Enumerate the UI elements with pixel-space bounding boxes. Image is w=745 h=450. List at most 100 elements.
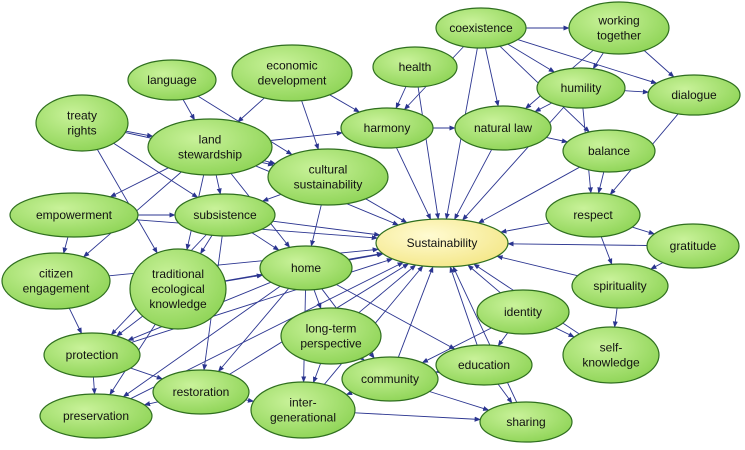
edge-cultural_sustainability-sustainability <box>365 198 408 224</box>
node-dialogue: dialogue <box>647 74 741 116</box>
node-ellipse <box>174 193 276 237</box>
node-label: knowledge <box>149 297 207 311</box>
node-label: home <box>291 261 321 275</box>
node-ellipse <box>375 218 509 268</box>
node-harmony: harmony <box>340 107 434 149</box>
node-sustainability: Sustainability <box>375 218 509 268</box>
edge-spirituality-self_knowledge <box>612 307 618 328</box>
node-label: education <box>458 358 510 372</box>
node-home: home <box>259 245 353 291</box>
node-label: humility <box>561 81 602 95</box>
edge-economic_development-harmony <box>329 94 360 113</box>
edge-treaty_rights-land_stewardship <box>125 130 154 138</box>
node-ellipse <box>35 94 129 152</box>
node-label: gratitude <box>670 239 717 253</box>
edge-natural_law-balance <box>546 136 569 144</box>
node-inter-generational: inter-generational <box>250 381 356 439</box>
node-label: preservation <box>63 409 129 423</box>
edge-land_stewardship-subsistence <box>215 174 222 195</box>
edge-economic_development-land_stewardship <box>237 97 265 123</box>
node-ellipse <box>435 344 533 386</box>
edge-balance-respect <box>597 171 605 194</box>
edge-identity-sustainability <box>467 264 501 294</box>
node-label: sharing <box>506 415 545 429</box>
node-ellipse <box>259 245 353 291</box>
node-ellipse <box>152 369 250 415</box>
edge-health-sustainability <box>417 86 440 220</box>
edge-land_stewardship-cultural_sustainability <box>263 159 276 165</box>
edge-inter_generational-sharing <box>354 412 481 422</box>
edge-home-preservation <box>122 285 281 398</box>
node-label: economic <box>266 59 317 73</box>
node-community: community <box>341 356 439 402</box>
node-label: cultural <box>309 163 348 177</box>
edge-subsistence-traditional_ecological_knowledge <box>200 235 213 255</box>
node-label: generational <box>270 411 336 425</box>
edge-home-education <box>336 284 456 350</box>
node-ellipse <box>647 74 741 116</box>
node-ellipse <box>571 263 669 309</box>
edge-cultural_sustainability-subsistence <box>262 193 282 202</box>
node-label: dialogue <box>671 88 717 102</box>
node-humility: humility <box>536 67 626 109</box>
node-gratitude: gratitude <box>646 223 740 269</box>
edge-land_stewardship-empowerment <box>109 167 169 198</box>
edge-harmony-sustainability <box>395 147 432 220</box>
edge-long_term_perspective-inter_generational <box>312 363 322 384</box>
edge-balance-sustainability <box>477 166 580 224</box>
node-ellipse <box>545 192 641 238</box>
node-label: treaty <box>67 109 97 123</box>
edge-protection-restoration <box>130 367 163 380</box>
edge-coexistence-natural_law <box>484 47 500 107</box>
edge-identity-community <box>421 327 492 364</box>
edge-gratitude-spirituality <box>650 262 664 270</box>
concept-nodes: coexistenceworkingtogetherlanguageeconom… <box>1 1 741 443</box>
node-protection: protection <box>43 332 141 378</box>
node-ellipse <box>280 307 382 365</box>
edge-empowerment-citizen_engagement <box>62 236 69 254</box>
node-label: sustainability <box>294 178 363 192</box>
node-ellipse <box>1 252 111 310</box>
node-label: together <box>597 29 641 43</box>
node-ellipse <box>9 192 139 238</box>
node-label: development <box>258 74 327 88</box>
edge-identity-self_knowledge <box>555 327 575 338</box>
edge-community-inter_generational <box>345 390 353 396</box>
node-self-knowledge: self-knowledge <box>562 326 660 384</box>
node-natural-law: natural law <box>454 105 552 151</box>
edge-coexistence-humility <box>507 43 555 73</box>
edge-education-sustainability <box>449 266 478 346</box>
node-education: education <box>435 344 533 386</box>
edge-humility-dialogue <box>624 89 650 95</box>
edge-respect-spirituality <box>600 236 613 265</box>
edge-home-restoration <box>217 288 290 372</box>
node-respect: respect <box>545 192 641 238</box>
edge-respect-gratitude <box>632 226 656 235</box>
node-label: identity <box>504 305 542 319</box>
node-ellipse <box>568 1 670 55</box>
node-label: inter- <box>289 396 316 410</box>
edge-community-sustainability <box>397 266 434 358</box>
node-label: stewardship <box>178 148 242 162</box>
node-preservation: preservation <box>39 393 153 439</box>
edge-home-long_term_perspective <box>313 289 322 310</box>
node-label: knowledge <box>582 356 640 370</box>
edge-education-sharing <box>497 383 513 404</box>
edge-humility-natural_law <box>534 102 553 113</box>
node-ellipse <box>454 105 552 151</box>
node-label: citizen <box>39 267 73 281</box>
edge-land_stewardship-harmony <box>270 130 343 141</box>
connector-lines <box>62 25 679 422</box>
node-label: long-term <box>306 322 357 336</box>
node-label: traditional <box>152 267 204 281</box>
node-spirituality: spirituality <box>571 263 669 309</box>
edge-home-sustainability <box>348 252 384 261</box>
edge-traditional_ecological_knowledge-home <box>225 273 264 282</box>
